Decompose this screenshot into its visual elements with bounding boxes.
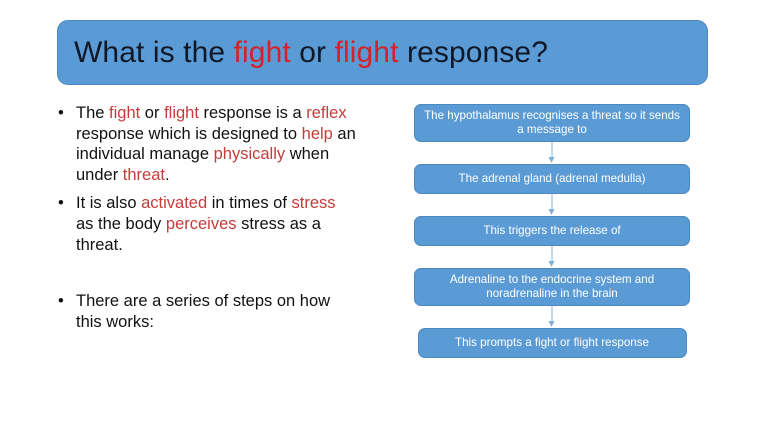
bullet-2-highlight-5: perceives [165, 214, 237, 233]
bullet-2-text-2: in times of [207, 194, 292, 213]
bullet-2-highlight-1: activated [141, 194, 208, 213]
bullet-1-text-4: response is a [198, 104, 307, 122]
title-highlight-1: fight [233, 35, 291, 69]
bullet-3-text: There are a series of steps on how this … [76, 292, 330, 331]
arrow-shaft [551, 142, 553, 159]
bullet-1-highlight-1: fight [109, 104, 141, 122]
slide-title-banner: What is the fight or flight response? [57, 20, 708, 85]
arrow-head [548, 209, 555, 215]
arrow-head [548, 261, 555, 267]
title-highlight-3: flight [334, 35, 399, 69]
bullet-marker-icon: • [58, 292, 64, 311]
title-text-2: or [290, 35, 335, 69]
bullet-1-text: The fight or flight response is a reflex… [76, 104, 356, 184]
bullet-list: • The fight or flight response is a refle… [52, 103, 357, 332]
arrow-shaft [551, 306, 553, 323]
flowchart-step-5-label: This prompts a fight or flight response [455, 335, 649, 349]
list-item: • There are a series of steps on how this… [52, 291, 357, 332]
flowchart-step-1-label: The hypothalamus recognises a threat so … [424, 108, 680, 136]
bullet-1-highlight-11: threat [122, 165, 165, 184]
page-title: What is the fight or flight response? [74, 37, 548, 69]
flowchart-step-4-label: Adrenaline to the endocrine system and n… [449, 272, 655, 300]
flowchart-step-1: The hypothalamus recognises a threat so … [414, 104, 690, 142]
bullet-1-text-2: or [140, 104, 165, 122]
arrow-shaft [551, 194, 553, 211]
bullet-2-text-6: stress as a threat. [76, 214, 321, 254]
bullet-1-text-0: The [76, 104, 110, 122]
bullet-1-highlight-7: help [301, 124, 333, 143]
flowchart-step-5: This prompts a fight or flight response [417, 328, 687, 358]
title-text-0: What is the [74, 35, 234, 69]
arrow-head [548, 321, 555, 327]
down-arrow-icon [414, 194, 690, 216]
bullet-3-text-0: There are a series of steps on how this … [76, 292, 331, 331]
list-item: • It is also activated in times of stress… [52, 193, 357, 255]
flowchart-step-3: This triggers the release of [414, 216, 690, 246]
flowchart: The hypothalamus recognises a threat so … [414, 104, 690, 358]
flowchart-step-2: The adrenal gland (adrenal medulla) [414, 164, 690, 194]
list-item: • The fight or flight response is a refle… [52, 103, 357, 185]
arrow-shaft [551, 246, 553, 263]
bullet-2-text-4: as the body [76, 214, 166, 233]
down-arrow-icon [414, 246, 690, 268]
bullet-marker-icon: • [58, 104, 64, 122]
bullet-1-text-8: an individual manage [76, 124, 356, 164]
bullet-2-highlight-3: stress [291, 194, 336, 213]
bullet-marker-icon: • [58, 194, 64, 213]
bullet-1-highlight-9: physically [213, 145, 286, 164]
bullet-1-text-6: response which is designed to [76, 124, 302, 143]
flowchart-step-4: Adrenaline to the endocrine system and n… [414, 268, 690, 306]
flowchart-step-3-label: This triggers the release of [483, 223, 621, 237]
down-arrow-icon [414, 306, 690, 328]
bullet-2-text: It is also activated in times of stress … [76, 194, 336, 253]
down-arrow-icon [414, 142, 690, 164]
bullet-1-text-12: . [165, 165, 170, 184]
bullet-1-highlight-3: flight [164, 104, 199, 122]
arrow-head [548, 157, 555, 163]
bullet-1-text-10: when under [76, 145, 330, 184]
bullet-2-text-0: It is also [76, 194, 142, 213]
flowchart-step-2-label: The adrenal gland (adrenal medulla) [458, 171, 646, 185]
title-text-4: response? [398, 35, 548, 69]
bullet-1-highlight-5: reflex [306, 104, 347, 122]
